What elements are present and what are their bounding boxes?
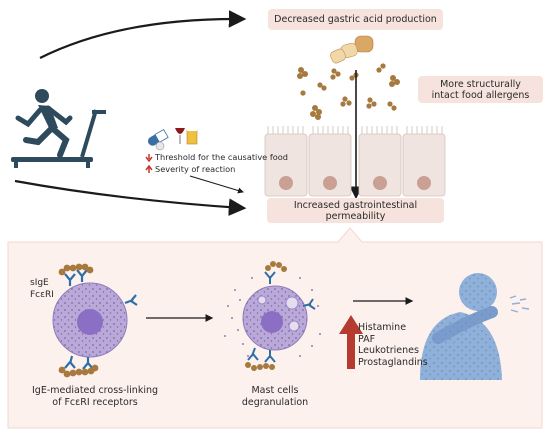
mediators-list: Histamine PAF Leukotrienes Prostaglandin…: [358, 322, 428, 368]
fceri-label: FcεRI: [30, 290, 54, 300]
crosslink-caption-line2: of FcεRI receptors: [52, 397, 138, 408]
arrow-down-icon: [145, 154, 153, 163]
intestinal-epithelium: [264, 126, 446, 197]
arrow-to-gastric-acid: [39, 10, 247, 59]
crosslink-caption: IgE-mediated cross-linking of FcεRI rece…: [30, 385, 160, 409]
degranulation-allergens: [245, 261, 287, 371]
permeability-label-line2: permeability: [325, 210, 386, 222]
sige-label: sIgE: [30, 278, 49, 288]
food-allergen-particles: [297, 63, 400, 120]
crosslink-caption-line1: IgE-mediated cross-linking: [31, 385, 159, 396]
allergens-label-line1: More structurally: [440, 78, 521, 90]
pills-alcohol-icon: [147, 128, 198, 151]
permeability-box: Increased gastrointestinal permeability: [267, 198, 444, 223]
treadmill-runner-icon: [11, 89, 106, 168]
allergens-label-line2: intact food allergens: [431, 89, 530, 101]
arrow-up-icon: [145, 164, 153, 173]
allergen-clusters: [58, 263, 99, 378]
ige-receptor-icons: [64, 269, 138, 370]
arrow-to-permeability: [14, 179, 247, 216]
mediator-item: Histamine: [358, 322, 407, 333]
threshold-label: Threshold for the causative food: [155, 152, 288, 162]
mast-cell-crosslinking: [52, 282, 128, 358]
mediator-item: Prostaglandins: [358, 356, 428, 368]
allergens-box: More structurally intact food allergens: [418, 76, 543, 103]
arrow-threshold-to-permeability: [189, 175, 244, 194]
degranulation-caption-line1: Mast cells: [251, 385, 299, 396]
sneezing-person-icon: [420, 273, 530, 380]
mast-cell-degranulating: [242, 285, 308, 351]
increase-arrow-icon: [339, 315, 363, 369]
mediator-item: PAF: [358, 333, 376, 345]
gastric-acid-box: Decreased gastric acid production: [268, 9, 443, 30]
degranulation-caption: Mast cells degranulation: [230, 385, 320, 409]
mediator-item: Leukotrienes: [358, 345, 419, 356]
degranulation-caption-line2: degranulation: [241, 397, 309, 408]
released-granules: [224, 277, 321, 357]
permeability-label-line1: Increased gastrointestinal: [293, 199, 418, 211]
degranulation-receptors: [247, 271, 316, 363]
severity-label: Severity of reaction: [155, 164, 236, 174]
bread-icon: [330, 35, 374, 64]
gastric-acid-label: Decreased gastric acid production: [274, 14, 437, 25]
